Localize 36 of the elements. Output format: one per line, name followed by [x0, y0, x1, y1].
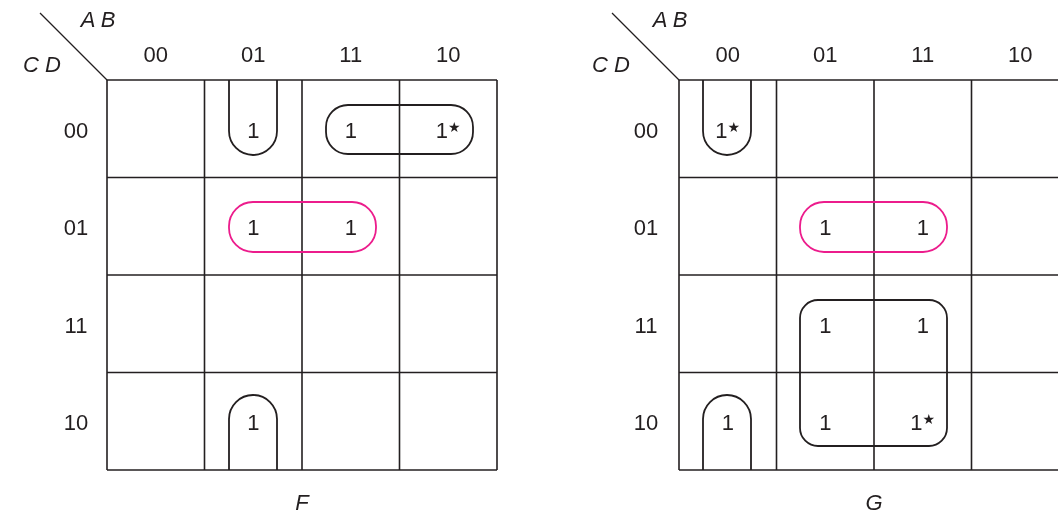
row-header: 11 — [634, 314, 658, 337]
row-header: 00 — [633, 119, 659, 142]
column-header: 01 — [241, 44, 266, 66]
row-header: 11 — [64, 314, 88, 337]
cell-value: 1 — [819, 314, 832, 337]
cell-value: 1 — [247, 119, 260, 142]
cell-value: 1$^{★}$ — [435, 119, 461, 142]
column-header: 01 — [813, 44, 838, 66]
row-header: 01 — [63, 217, 89, 240]
cell-value: 1 — [344, 119, 357, 142]
cell-value: 1 — [721, 412, 734, 435]
column-header: 10 — [436, 44, 461, 66]
column-header: 11 — [339, 44, 363, 66]
row-header: 10 — [633, 412, 659, 435]
cell-value: 1 — [344, 217, 357, 240]
map-caption: F — [295, 492, 309, 514]
cell-value: 1 — [819, 412, 832, 435]
row-header: 00 — [63, 119, 89, 142]
column-header: 11 — [911, 44, 935, 66]
cell-value: 1 — [247, 217, 260, 240]
cell-value: 1$^{★}$ — [910, 412, 936, 435]
row-header: 10 — [63, 412, 89, 435]
cell-value: 1 — [247, 412, 260, 435]
cell-value: 1$^{★}$ — [715, 119, 741, 142]
cell-value: 1 — [916, 217, 929, 240]
cell-value: 1 — [916, 314, 929, 337]
column-header: 10 — [1008, 44, 1033, 66]
cell-value: 1 — [819, 217, 832, 240]
column-header: 00 — [715, 44, 740, 66]
map-caption: G — [865, 492, 883, 514]
variable-label: C D — [592, 54, 630, 76]
row-header: 01 — [633, 217, 659, 240]
variable-label: C D — [23, 54, 61, 76]
variable-label: A B — [80, 9, 116, 31]
column-header: 00 — [143, 44, 168, 66]
variable-label: A B — [652, 9, 688, 31]
